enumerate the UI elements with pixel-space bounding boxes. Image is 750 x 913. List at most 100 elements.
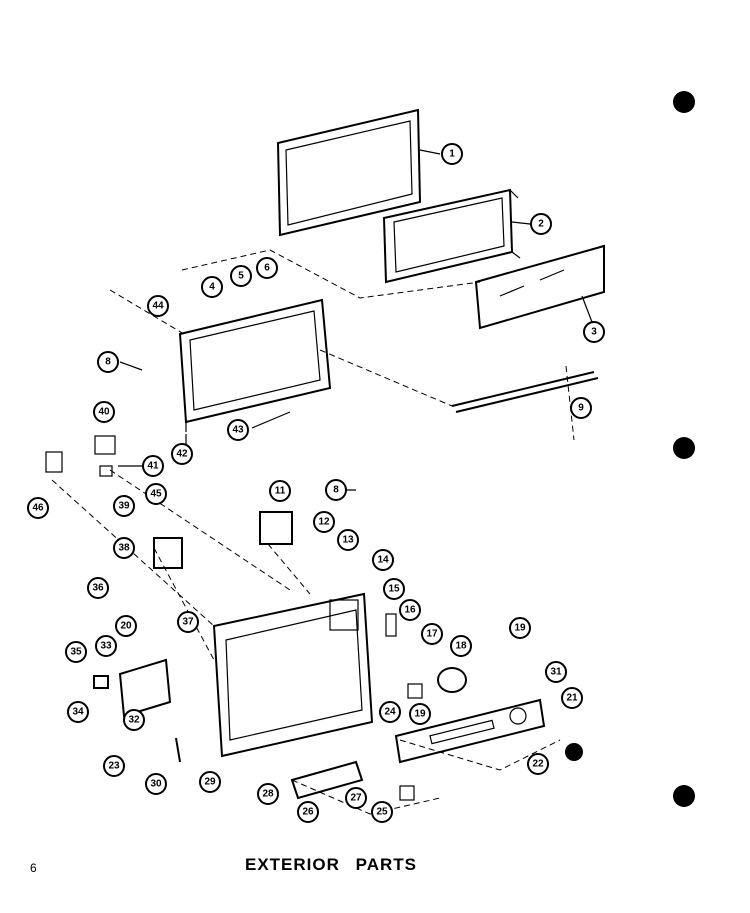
part-11-timer: [259, 511, 293, 545]
callout-23: 22: [527, 753, 549, 775]
svg-text:39: 39: [118, 501, 130, 512]
svg-text:5: 5: [238, 271, 244, 282]
svg-text:6: 6: [264, 263, 270, 274]
svg-text:31: 31: [550, 667, 562, 678]
svg-text:1: 1: [449, 149, 455, 160]
svg-text:46: 46: [32, 503, 44, 514]
svg-text:12: 12: [318, 517, 330, 528]
callout-22: 21: [561, 687, 583, 709]
part-42-inner-frame: [178, 298, 332, 432]
svg-text:36: 36: [92, 583, 104, 594]
callout-3: 3: [583, 321, 605, 343]
leader-lines: [118, 149, 593, 491]
svg-text:41: 41: [147, 461, 159, 472]
callout-20: 19: [509, 617, 531, 639]
callout-36: 36: [87, 577, 109, 599]
page-title: EXTERIOR PARTS: [245, 855, 417, 874]
part-18-clip: [407, 683, 423, 699]
part-21-control-panel: [394, 698, 546, 764]
callout-40: 40: [93, 401, 115, 423]
callout-31: 32: [123, 709, 145, 731]
main-front-frame: [212, 592, 374, 758]
callout-14: 14: [372, 549, 394, 571]
callout-9: 9: [570, 397, 592, 419]
binder-hole-icon: [673, 437, 695, 459]
svg-text:45: 45: [150, 489, 162, 500]
svg-text:24: 24: [384, 707, 396, 718]
callout-19: 18: [450, 635, 472, 657]
callout-41: 41: [142, 455, 164, 477]
binder-hole-icon: [673, 91, 695, 113]
svg-text:17: 17: [426, 629, 438, 640]
callout-33: 35: [65, 641, 87, 663]
part-9-rod: [451, 371, 599, 413]
svg-text:23: 23: [108, 761, 120, 772]
part-45-clip: [99, 465, 113, 477]
svg-text:38: 38: [118, 543, 130, 554]
callout-37: 37: [177, 611, 199, 633]
callout-43: 43: [227, 419, 249, 441]
callout-11: 11: [269, 480, 291, 502]
page-number: 6: [30, 861, 37, 875]
callout-12: 12: [313, 511, 335, 533]
part-46-plate: [45, 451, 63, 473]
svg-text:25: 25: [376, 807, 388, 818]
svg-text:32: 32: [128, 715, 140, 726]
svg-text:11: 11: [275, 486, 286, 497]
callout-15: 15: [383, 578, 405, 600]
callout-16: 16: [399, 599, 421, 621]
part-1-frame: [276, 108, 422, 237]
svg-text:26: 26: [302, 807, 314, 818]
callout-39: 39: [113, 495, 135, 517]
svg-text:9: 9: [578, 403, 584, 414]
callout-25: 27: [345, 787, 367, 809]
svg-text:20: 20: [120, 621, 132, 632]
svg-text:4: 4: [209, 282, 215, 293]
callout-18: 24: [379, 701, 401, 723]
callout-4: 4: [201, 276, 223, 298]
callout-26: 28: [257, 783, 279, 805]
part-31-plate: [118, 658, 172, 718]
part-24-bracket: [399, 785, 415, 801]
svg-text:22: 22: [532, 759, 544, 770]
svg-text:19: 19: [514, 623, 526, 634]
part-16-clip: [385, 613, 397, 637]
svg-text:18: 18: [455, 641, 467, 652]
part-3-glass-panel: [474, 244, 605, 330]
callout-29: 30: [145, 773, 167, 795]
callout-38: 38: [113, 537, 135, 559]
callout-44: 44: [147, 295, 169, 317]
svg-text:16: 16: [404, 605, 416, 616]
part-19-disc: [437, 667, 467, 693]
assembly-dash-lines: [51, 249, 575, 815]
svg-text:3: 3: [591, 327, 597, 338]
part-23-knob: [565, 743, 583, 761]
callout-1: 1: [441, 143, 463, 165]
part-2-sleeve: [382, 188, 521, 284]
callout-42: 42: [171, 443, 193, 465]
svg-text:14: 14: [377, 555, 389, 566]
svg-text:29: 29: [204, 777, 216, 788]
svg-text:33: 33: [100, 641, 112, 652]
callout-13: 13: [337, 529, 359, 551]
svg-text:28: 28: [262, 789, 274, 800]
callout-6: 6: [256, 257, 278, 279]
part-26-tray: [290, 760, 364, 800]
callout-30: 23: [103, 755, 125, 777]
callout-27: 26: [297, 801, 319, 823]
svg-text:35: 35: [70, 647, 82, 658]
callout-45: 45: [145, 483, 167, 505]
callout-2: 2: [530, 213, 552, 235]
svg-text:2: 2: [538, 219, 544, 230]
svg-text:37: 37: [182, 617, 194, 628]
svg-text:30: 30: [150, 779, 162, 790]
svg-text:8: 8: [105, 357, 111, 368]
svg-text:21: 21: [566, 693, 578, 704]
callout-21: 31: [545, 661, 567, 683]
svg-text:27: 27: [350, 793, 362, 804]
callout-5: 5: [230, 265, 252, 287]
callout-17: 17: [421, 623, 443, 645]
callout-46: 46: [27, 497, 49, 519]
part-33-connector: [93, 675, 109, 689]
